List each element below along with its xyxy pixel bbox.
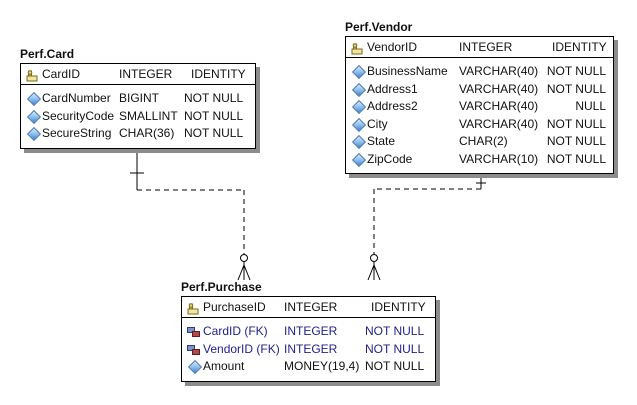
attribute-diamond-icon: [26, 91, 42, 107]
key-icon: [26, 68, 39, 88]
column-type: VARCHAR(40): [459, 64, 539, 78]
column-name: Address1: [367, 81, 418, 96]
attribute-row[interactable]: SecureString CHAR(36) NOT NULL: [21, 125, 255, 143]
attribute-diamond-icon: [351, 82, 367, 97]
attribute-diamond-icon: [26, 126, 42, 142]
pk-row-vendorid[interactable]: VendorID INTEGER IDENTITY: [346, 37, 613, 57]
attribute-row[interactable]: CardNumber BIGINT NOT NULL: [21, 90, 255, 108]
attribute-diamond-icon: [351, 152, 367, 167]
column-name: CardID (FK): [203, 324, 268, 338]
foreign-key-row[interactable]: CardID (FK) INTEGER NOT NULL: [182, 323, 435, 341]
column-type: BIGINT: [119, 91, 160, 105]
entity-vendor[interactable]: VendorID INTEGER IDENTITY BusinessName V…: [345, 36, 614, 174]
entity-card-attributes: CardNumber BIGINT NOT NULL SecurityCode …: [21, 85, 255, 148]
column-constraint: NOT NULL: [365, 341, 425, 356]
attribute-row[interactable]: Amount MONEY(19,4) NOT NULL: [182, 358, 435, 376]
column-type: SMALLINT: [119, 108, 178, 123]
pk-row-cardid[interactable]: CardID INTEGER IDENTITY: [21, 64, 255, 84]
column-type: INTEGER: [284, 300, 338, 314]
column-constraint: NOT NULL: [546, 134, 606, 148]
column-name: CardNumber: [42, 91, 111, 105]
attribute-diamond-icon: [351, 99, 367, 115]
entity-title-vendor: Perf.Vendor: [345, 20, 413, 34]
entity-purchase-attributes: CardID (FK) INTEGER NOT NULL VendorID (F…: [182, 318, 435, 381]
column-constraint: NOT NULL: [365, 324, 425, 338]
column-type: INTEGER: [284, 324, 338, 338]
column-name: SecurityCode: [42, 108, 115, 123]
column-name: ZipCode: [367, 151, 413, 166]
column-name: BusinessName: [367, 64, 448, 78]
column-name: City: [367, 116, 388, 131]
column-name: Address2: [367, 99, 418, 113]
column-name: Amount: [203, 359, 245, 373]
attribute-row[interactable]: BusinessName VARCHAR(40) NOT NULL: [346, 63, 613, 81]
attribute-diamond-icon: [351, 64, 367, 80]
column-type: MONEY(19,4): [284, 359, 360, 373]
attribute-row[interactable]: State CHAR(2) NOT NULL: [346, 133, 613, 151]
entity-title-purchase: Perf.Purchase: [181, 280, 262, 294]
column-constraint: NOT NULL: [546, 64, 606, 78]
column-name: VendorID (FK): [203, 341, 280, 356]
entity-card[interactable]: CardID INTEGER IDENTITY CardNumber BIGIN…: [20, 63, 256, 149]
column-constraint: NOT NULL: [184, 108, 244, 123]
relationship-card-purchase: [130, 151, 251, 281]
column-type: INTEGER: [459, 40, 513, 54]
column-type: VARCHAR(40): [459, 116, 539, 131]
foreign-key-icon: [187, 344, 201, 362]
foreign-key-icon: [187, 326, 201, 344]
entity-card-pk-section: CardID INTEGER IDENTITY: [21, 64, 255, 85]
pk-row-purchaseid[interactable]: PurchaseID INTEGER IDENTITY: [182, 297, 435, 317]
attribute-row[interactable]: Address1 VARCHAR(40) NOT NULL: [346, 81, 613, 99]
entity-vendor-pk-section: VendorID INTEGER IDENTITY: [346, 37, 613, 58]
column-type: VARCHAR(40): [459, 81, 539, 96]
column-name: CardID: [42, 67, 81, 81]
column-type: CHAR(2): [459, 134, 508, 148]
column-type: INTEGER: [284, 341, 338, 356]
entity-vendor-attributes: BusinessName VARCHAR(40) NOT NULL Addres…: [346, 58, 613, 173]
column-constraint: NOT NULL: [546, 81, 606, 96]
column-name: State: [367, 134, 396, 148]
entity-purchase[interactable]: PurchaseID INTEGER IDENTITY CardID (FK) …: [181, 296, 436, 382]
attribute-diamond-icon: [351, 117, 367, 132]
foreign-key-row[interactable]: VendorID (FK) INTEGER NOT NULL: [182, 341, 435, 359]
column-constraint: NOT NULL: [365, 359, 425, 373]
attribute-row[interactable]: City VARCHAR(40) NOT NULL: [346, 116, 613, 134]
column-constraint: IDENTITY: [552, 40, 607, 54]
attribute-row[interactable]: ZipCode VARCHAR(10) NOT NULL: [346, 151, 613, 169]
column-constraint: NULL: [575, 99, 606, 113]
column-type: INTEGER: [119, 67, 173, 81]
column-name: VendorID: [367, 40, 418, 54]
relationship-vendor-purchase: [367, 178, 486, 281]
column-constraint: IDENTITY: [371, 300, 426, 314]
attribute-diamond-icon: [351, 134, 367, 150]
column-name: SecureString: [42, 126, 112, 140]
column-constraint: NOT NULL: [184, 91, 244, 105]
column-constraint: IDENTITY: [191, 67, 246, 81]
key-icon: [187, 301, 200, 321]
column-name: PurchaseID: [203, 300, 266, 314]
column-constraint: NOT NULL: [184, 126, 244, 140]
column-constraint: NOT NULL: [546, 151, 606, 166]
key-icon: [351, 41, 364, 61]
column-type: VARCHAR(40): [459, 99, 539, 113]
attribute-row[interactable]: Address2 VARCHAR(40) NULL: [346, 98, 613, 116]
column-type: CHAR(36): [119, 126, 175, 140]
column-type: VARCHAR(10): [459, 151, 539, 166]
attribute-diamond-icon: [187, 359, 203, 375]
entity-purchase-pk-section: PurchaseID INTEGER IDENTITY: [182, 297, 435, 318]
attribute-row[interactable]: SecurityCode SMALLINT NOT NULL: [21, 108, 255, 126]
entity-title-card: Perf.Card: [20, 47, 75, 61]
attribute-diamond-icon: [26, 109, 42, 124]
column-constraint: NOT NULL: [546, 116, 606, 131]
